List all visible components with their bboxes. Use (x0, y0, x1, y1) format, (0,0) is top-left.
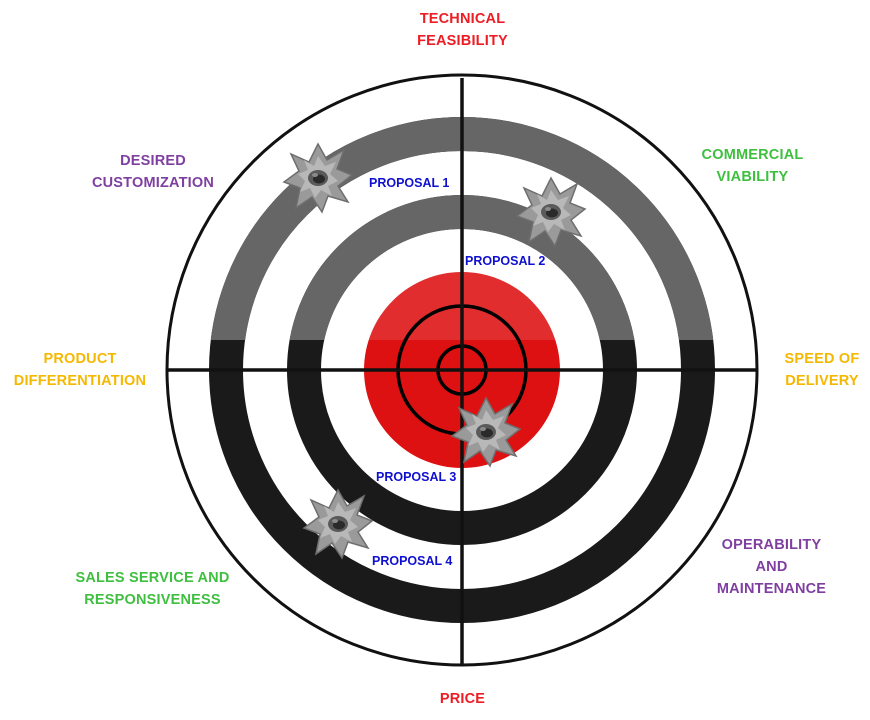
criterion-top: TECHNICAL FEASIBILITY (417, 11, 508, 49)
criterion-bottom: PRICE (439, 691, 486, 707)
proposal-label-2: PROPOSAL 2 (465, 254, 546, 268)
criterion-top-left: DESIRED CUSTOMIZATION (91, 153, 215, 191)
criterion-bottom-left: SALES SERVICE AND RESPONSIVENESS (75, 570, 230, 608)
proposal-label-3: PROPOSAL 3 (376, 470, 457, 484)
proposal-label-4: PROPOSAL 4 (372, 554, 453, 568)
proposal-label-1: PROPOSAL 1 (369, 176, 450, 190)
criterion-bottom-right: OPERABILITY AND MAINTENANCE (716, 537, 827, 597)
criterion-left: PRODUCT DIFFERENTIATION (13, 351, 147, 389)
criterion-top-right: COMMERCIAL VIABILITY (701, 147, 804, 185)
criterion-right: SPEED OF DELIVERY (784, 351, 860, 389)
